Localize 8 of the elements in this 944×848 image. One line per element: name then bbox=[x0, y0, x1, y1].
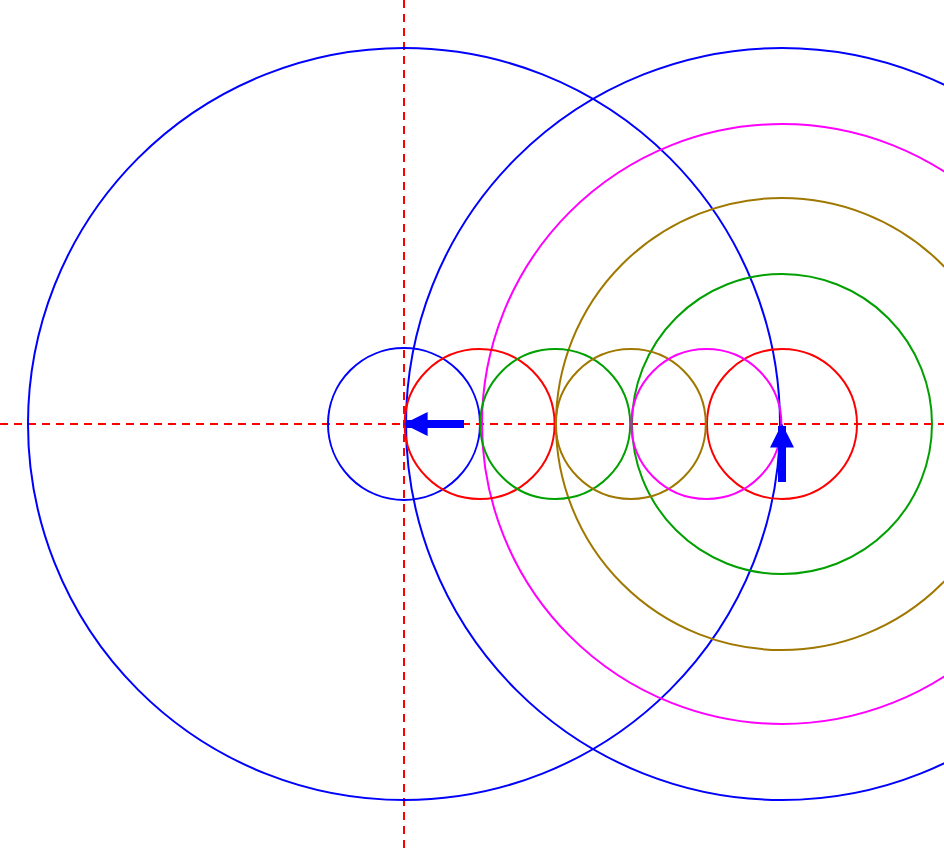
circle bbox=[479, 348, 632, 500]
circle bbox=[631, 273, 933, 575]
circle bbox=[27, 47, 781, 801]
circle bbox=[630, 348, 783, 500]
circle bbox=[403, 348, 556, 500]
circle bbox=[554, 348, 707, 500]
circle bbox=[327, 347, 481, 501]
circle bbox=[706, 348, 858, 500]
